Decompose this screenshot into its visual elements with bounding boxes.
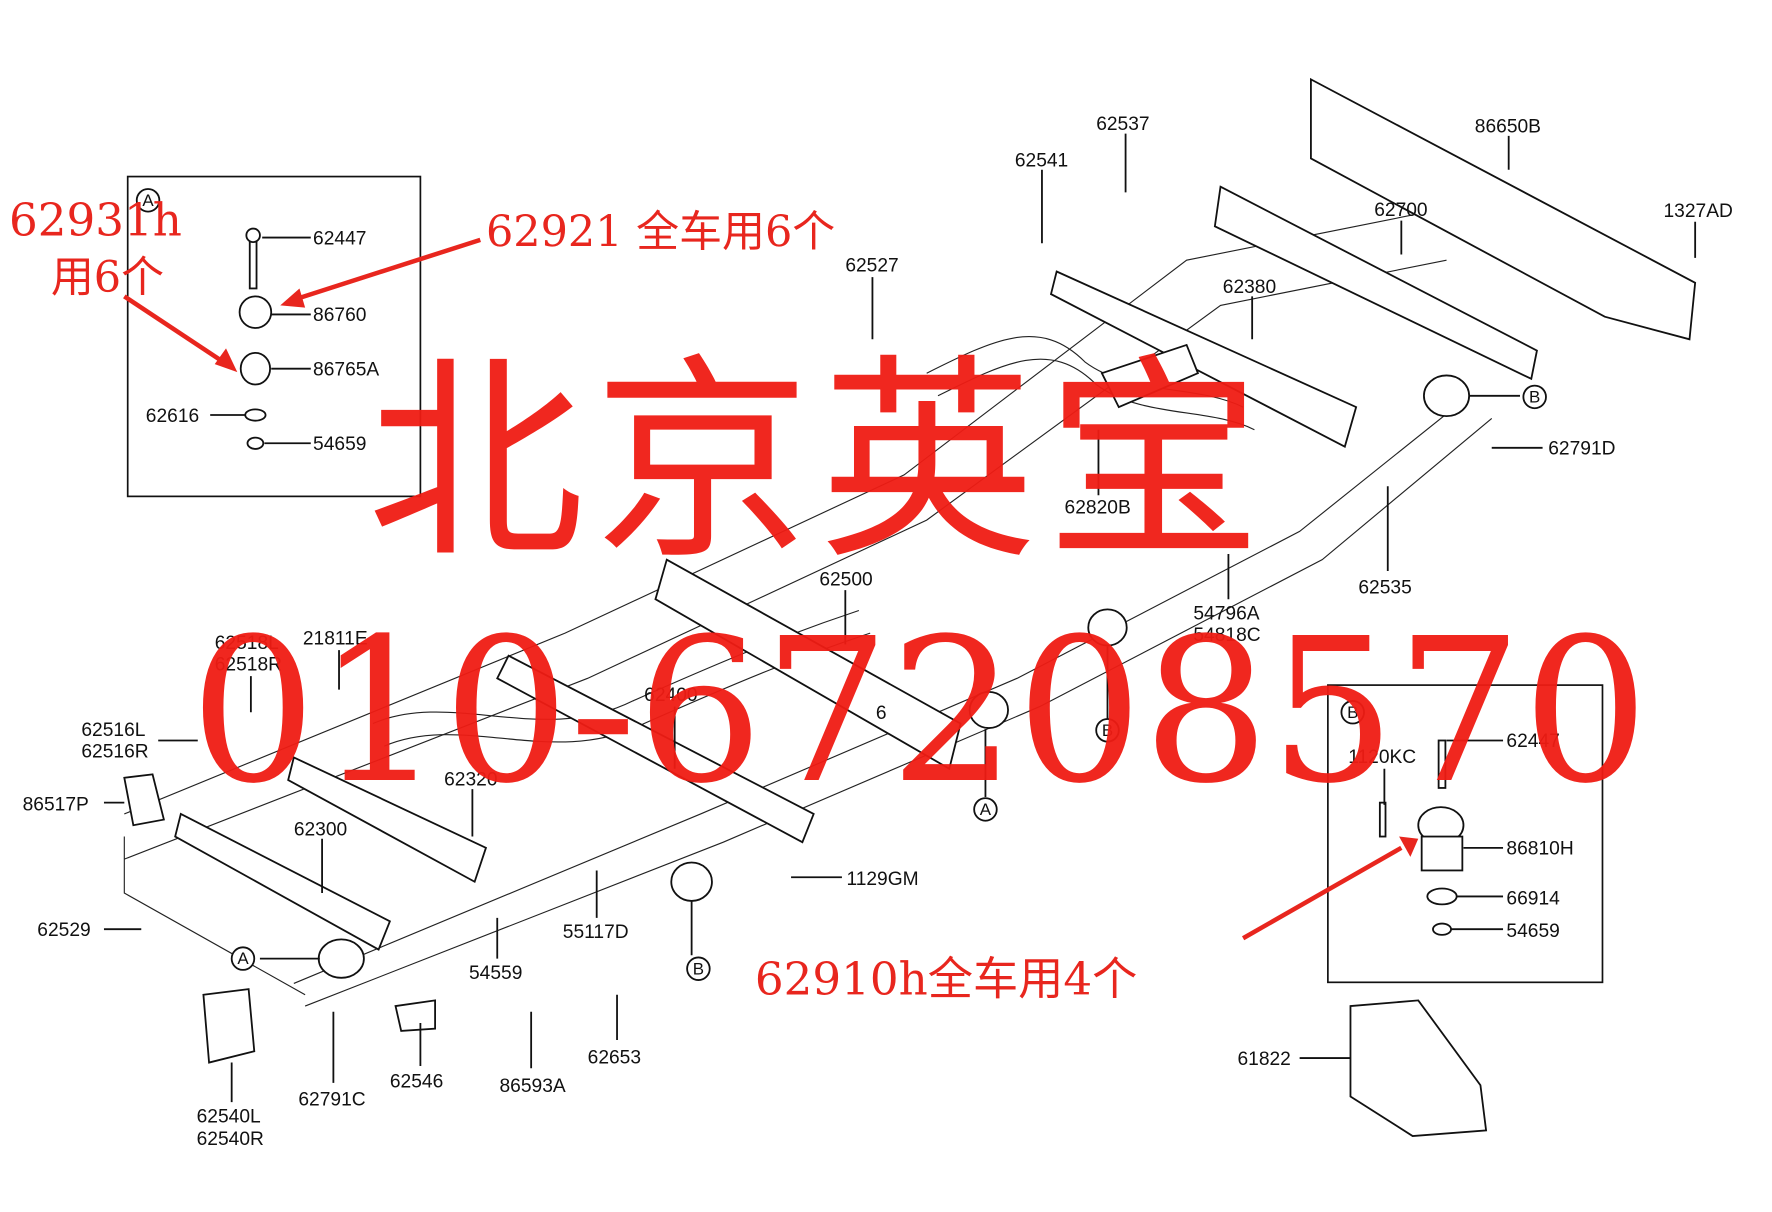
- callout-b-label: B: [1529, 388, 1540, 407]
- part-label: 62400: [644, 685, 697, 706]
- part-label: 62653: [588, 1048, 641, 1069]
- part-label: 54559: [469, 963, 522, 984]
- part-label: 86593A: [500, 1076, 566, 1097]
- arrow-head-icon: [1399, 836, 1419, 857]
- part-label: 1129GM: [846, 869, 918, 890]
- arrow-head-icon: [280, 288, 306, 308]
- part-label: 62516L: [81, 720, 145, 741]
- part-label: 62791D: [1548, 439, 1615, 460]
- part-label: 54796A: [1193, 604, 1259, 625]
- watermark-name: 北京英宝: [367, 337, 1271, 589]
- detail-box-a: [126, 175, 422, 498]
- callout-a-label: A: [980, 800, 992, 819]
- part-label: 86765A: [313, 359, 379, 380]
- part-label: 86760: [313, 305, 366, 326]
- part-labels: 62447 86760 86765A 62616 54659 62541 625…: [23, 114, 1733, 1150]
- part-label: 86517P: [23, 795, 89, 816]
- annotation-62931h-qty: 用6个: [51, 253, 164, 303]
- callout-b-label: B: [693, 959, 704, 978]
- part-label: 21811E: [303, 628, 368, 649]
- red-annotations: 62931h 用6个 62921 全车用6个 62910h全车用4个: [9, 193, 1419, 1006]
- callout-markers: A B B A B A B: [135, 188, 1547, 981]
- callout-a-label: A: [237, 949, 249, 968]
- part-label: 62537: [1096, 114, 1149, 135]
- part-label: 62518R: [215, 654, 282, 675]
- part-label: 62540R: [197, 1129, 264, 1150]
- annotation-62921: 62921 全车用6个: [486, 208, 835, 258]
- part-label: 62300: [294, 819, 347, 840]
- annotation-62910h: 62910h全车用4个: [755, 953, 1137, 1006]
- part-label: 54659: [313, 434, 366, 455]
- part-label: 62546: [390, 1071, 443, 1092]
- part-label: 62518L: [215, 633, 279, 654]
- part-label: 62500: [819, 570, 872, 591]
- part-label: 86810H: [1506, 839, 1573, 860]
- annotation-62931h: 62931h: [9, 193, 182, 246]
- part-label: 62529: [37, 920, 90, 941]
- part-label: 62791C: [298, 1090, 365, 1111]
- watermark: 北京英宝 010-67208570: [190, 337, 1649, 827]
- part-label: 1120KC: [1348, 747, 1416, 768]
- part-label: 62447: [1506, 731, 1559, 752]
- leader-lines: [103, 133, 1697, 1103]
- part-label: 54818C: [1193, 625, 1260, 646]
- part-label: 62700: [1374, 200, 1427, 221]
- arrow-head-icon: [214, 348, 238, 373]
- part-label: 62540L: [197, 1106, 261, 1127]
- part-label: 62447: [313, 228, 366, 249]
- callout-b-label: B: [1347, 703, 1358, 722]
- arrow-icon: [1241, 845, 1403, 941]
- part-label: 62541: [1015, 150, 1068, 171]
- part-label: 62516R: [81, 741, 148, 762]
- arrow-icon: [123, 294, 233, 370]
- part-label: 62535: [1358, 578, 1411, 599]
- part-label: 55117D: [563, 922, 629, 943]
- arrow-icon: [293, 237, 481, 302]
- callout-b-label: B: [1102, 721, 1113, 740]
- part-label: 1327AD: [1664, 201, 1733, 222]
- part-label: 6: [876, 703, 887, 724]
- detail-box-b: [1327, 684, 1604, 984]
- part-label: 62616: [146, 406, 199, 427]
- part-label: 86650B: [1475, 116, 1541, 137]
- part-label: 66914: [1506, 888, 1560, 909]
- callout-a-label: A: [142, 191, 154, 210]
- part-label: 61822: [1237, 1049, 1290, 1070]
- part-label: 62527: [845, 255, 898, 276]
- watermark-phone: 010-67208570: [190, 595, 1649, 827]
- part-shapes: [123, 77, 1697, 1137]
- part-label: 54659: [1506, 921, 1559, 942]
- part-label: 62320: [444, 770, 497, 791]
- part-label: 62820B: [1065, 497, 1131, 518]
- part-label: 62380: [1223, 277, 1276, 298]
